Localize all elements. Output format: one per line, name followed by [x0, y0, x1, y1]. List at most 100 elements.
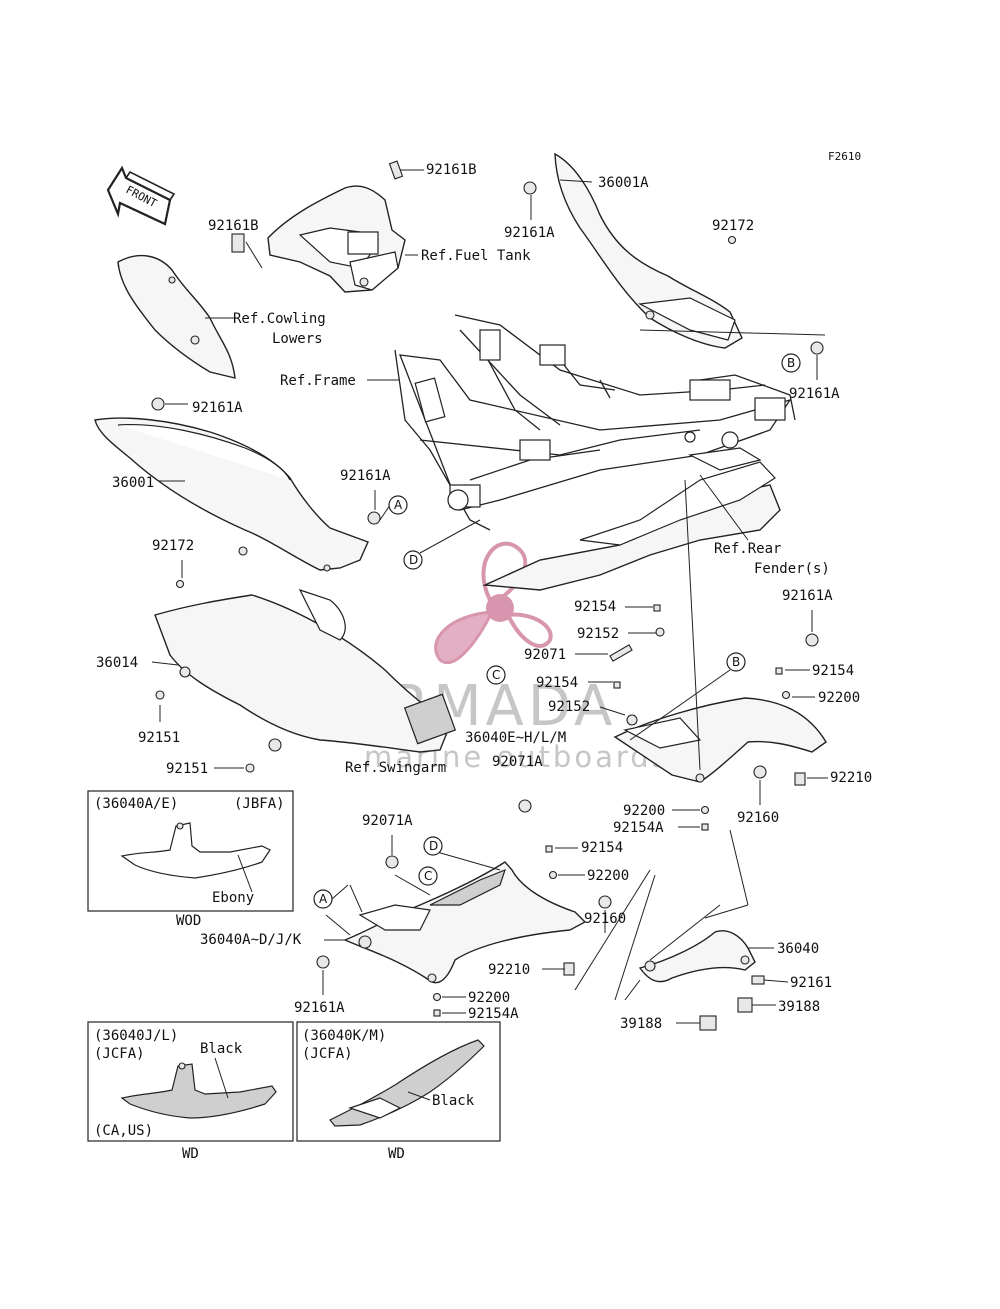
bolt-92151-a — [155, 690, 165, 700]
label-92161B-top: 92161B — [426, 162, 477, 178]
side-cover-36001A-part — [554, 152, 743, 349]
washer-92200-r — [781, 690, 791, 700]
clip-92161 — [751, 975, 765, 985]
collar-92210-m — [563, 962, 575, 976]
leader-lines — [151, 169, 828, 1024]
inset-wd-left-color-code: (JCFA) — [94, 1046, 145, 1062]
marker-d-bot: D — [423, 836, 443, 856]
label-92160-r: 92160 — [737, 810, 779, 826]
label-92200-m: 92200 — [587, 868, 629, 884]
label-39188-l: 39188 — [620, 1016, 662, 1032]
pad-39188-r — [737, 997, 753, 1013]
label-92161A-bot: 92161A — [294, 1000, 345, 1016]
bolt-92172-top — [727, 235, 737, 245]
inset-wod-color-name: Ebony — [212, 890, 254, 906]
bolt-92154A-c — [701, 823, 709, 831]
label-92200-bot: 92200 — [468, 990, 510, 1006]
grommet-92161A-r2 — [805, 633, 819, 647]
washer-92152-b — [626, 714, 638, 726]
label-92161B-left: 92161B — [208, 218, 259, 234]
label-36040A: 36040A~D/J/K — [200, 932, 302, 948]
washer-92200-c — [700, 805, 710, 815]
marker-a-top: A — [388, 495, 408, 515]
label-ref-swingarm: Ref.Swingarm — [345, 760, 446, 776]
label-92160-m: 92160 — [584, 911, 626, 927]
label-92154A-bot: 92154A — [468, 1006, 519, 1022]
bolt-92172-left — [175, 579, 185, 589]
marker-c-top: C — [486, 665, 506, 685]
grommet-92160-m — [598, 895, 612, 909]
label-36040E: 36040E~H/L/M — [465, 730, 566, 746]
label-36001: 36001 — [112, 475, 154, 491]
bolt-92154-a — [653, 604, 661, 612]
label-92071A-b: 92071A — [362, 813, 413, 829]
svg-text:D: D — [429, 839, 438, 853]
washer-92200-m — [548, 870, 558, 880]
bolt-92151-b — [245, 763, 255, 773]
grommet-92071A-b — [385, 855, 399, 869]
inset-wod-color-code: (JBFA) — [234, 796, 285, 812]
bolt-92154-b — [613, 681, 621, 689]
label-92152-a: 92152 — [577, 626, 619, 642]
inset-wd-right-part-code: (36040K/M) — [302, 1028, 386, 1044]
bolt-92154-r — [775, 667, 783, 675]
label-ref-frame: Ref.Frame — [280, 373, 356, 389]
inset-wd-left-part-code: (36040J/L) — [94, 1028, 178, 1044]
marker-d-top: D — [403, 550, 423, 570]
inset-wd-right-color-code: (JCFA) — [302, 1046, 353, 1062]
label-92172-left: 92172 — [152, 538, 194, 554]
inset-wod: (36040A/E) (JBFA) Ebony WOD — [87, 790, 294, 929]
marker-b-top: B — [781, 353, 801, 373]
label-36001A: 36001A — [598, 175, 649, 191]
svg-text:C: C — [492, 668, 500, 682]
cowling-lower-part — [117, 254, 236, 379]
clip-92161B-left — [231, 233, 245, 253]
bolt-92154A-bot — [433, 1009, 441, 1017]
label-92151-b: 92151 — [166, 761, 208, 777]
washer-92200-bot — [432, 992, 442, 1002]
inset-wd-left-caption: WD — [182, 1146, 199, 1162]
inset-wod-part-code: (36040A/E) — [94, 796, 178, 812]
clip-92161B-top — [388, 160, 404, 180]
inset-wd-right-caption: WD — [388, 1146, 405, 1162]
collar-92210-r — [794, 772, 806, 786]
label-92154-r: 92154 — [812, 663, 854, 679]
label-36040: 36040 — [777, 941, 819, 957]
side-cover-36001-part — [94, 417, 369, 572]
marker-a-bot: A — [313, 889, 333, 909]
svg-text:C: C — [424, 869, 432, 883]
grommet-92161A-bot — [316, 955, 330, 969]
rear-fender-part — [482, 447, 781, 591]
grommet-92161A-left — [151, 397, 165, 411]
figure-code: F2610 — [828, 150, 861, 163]
svg-text:B: B — [732, 655, 740, 669]
pad-39188-l — [699, 1015, 717, 1031]
inset-wd-right: (36040K/M) (JCFA) Black WD — [296, 1021, 501, 1162]
label-92151-a: 92151 — [138, 730, 180, 746]
spacer-92071 — [609, 644, 633, 662]
label-92172-top: 92172 — [712, 218, 754, 234]
svg-text:B: B — [787, 356, 795, 370]
grommet-92161A-mid — [367, 511, 381, 525]
label-92200-c: 92200 — [623, 803, 665, 819]
svg-text:A: A — [394, 498, 403, 512]
frame-part — [394, 314, 796, 531]
label-92161: 92161 — [790, 975, 832, 991]
inset-wod-caption: WOD — [176, 913, 201, 929]
inset-wd-left-market: (CA,US) — [94, 1123, 153, 1139]
grommet-92160-r — [753, 765, 767, 779]
bracket-36040-part — [638, 930, 756, 983]
fuel-tank-cover-part — [267, 185, 406, 293]
under-cover-36040A-part — [343, 861, 587, 984]
label-92161A-left: 92161A — [192, 400, 243, 416]
svg-text:A: A — [319, 892, 328, 906]
grommet-92161A-top — [523, 181, 537, 195]
label-92154A-c: 92154A — [613, 820, 664, 836]
label-92152-b: 92152 — [548, 699, 590, 715]
label-92200-r: 92200 — [818, 690, 860, 706]
inset-wd-right-color-name: Black — [432, 1093, 475, 1109]
label-ref-cowling: Ref.Cowling — [233, 311, 326, 327]
svg-text:D: D — [409, 553, 418, 567]
label-92154-a: 92154 — [574, 599, 616, 615]
